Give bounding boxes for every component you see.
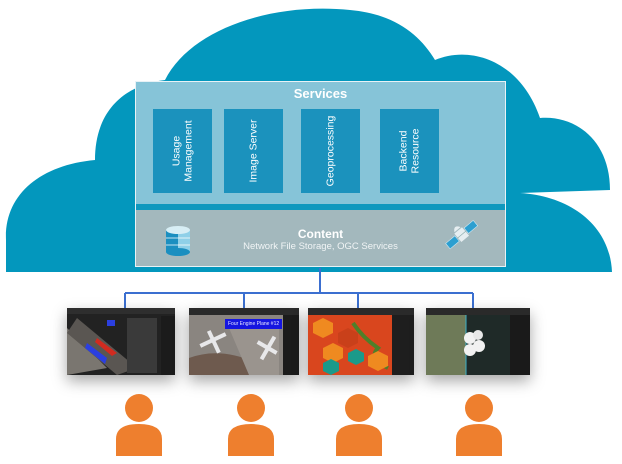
client-screenshot-2[interactable]: Four Engine Plane #12 xyxy=(189,308,299,375)
section-divider xyxy=(136,204,505,210)
client-screenshot-4[interactable] xyxy=(426,308,530,375)
hexbin-map-thumbnail xyxy=(308,308,414,375)
database-icon xyxy=(166,226,190,256)
user-icon xyxy=(228,394,274,456)
content-section: Content Network File Storage, OGC Servic… xyxy=(136,210,505,266)
cloud-panel: Services Usage Management Image Server G… xyxy=(135,81,506,267)
content-title: Content xyxy=(297,227,344,241)
swipe-imagery-thumbnail xyxy=(426,308,530,375)
content-subtitle: Network File Storage, OGC Services xyxy=(243,241,398,252)
service-backend-resource[interactable]: Backend Resource xyxy=(380,109,439,193)
satellite-icon xyxy=(445,219,479,250)
plane-label: Four Engine Plane #12 xyxy=(225,319,283,329)
user-icon xyxy=(456,394,502,456)
user-icon xyxy=(116,394,162,456)
client-screenshot-3[interactable] xyxy=(308,308,414,375)
service-usage-management[interactable]: Usage Management xyxy=(153,109,212,193)
aerial-imagery-thumbnail xyxy=(67,308,175,375)
user-icon xyxy=(336,394,382,456)
services-title: Services xyxy=(293,86,348,101)
client-screenshot-1[interactable] xyxy=(67,308,175,375)
service-image-server[interactable]: Image Server xyxy=(224,109,283,193)
service-geoprocessing[interactable]: Geoprocessing xyxy=(301,109,360,193)
services-section: Services Usage Management Image Server G… xyxy=(136,82,505,204)
